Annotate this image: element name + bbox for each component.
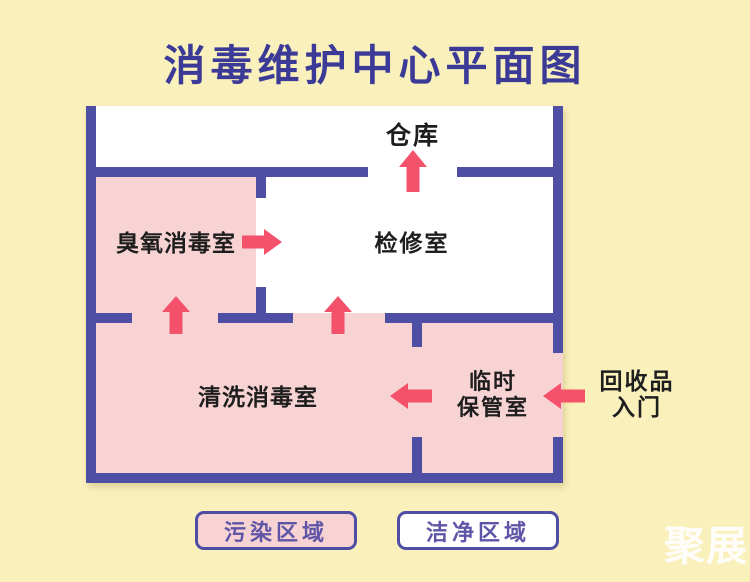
inspection-room-label: 检修室: [374, 230, 450, 256]
legend-clean-zone-label: 洁净区域: [425, 519, 530, 545]
wall-outer-right-upper: [553, 106, 563, 353]
wall-ozone-inspection-lower: [256, 287, 266, 323]
cleaning-and-storage-rooms-fill: [96, 313, 553, 473]
recycled-items-entrance-label-line2: 入门: [612, 394, 662, 420]
temporary-storage-room-label: 临时 保管室: [457, 369, 529, 421]
wall-warehouse-left-segment: [86, 167, 368, 177]
flow-arrow-entrance-left-icon: [543, 383, 585, 409]
recycled-items-entrance-label-line1: 回收品: [599, 368, 675, 394]
ozone-disinfection-room-label: 臭氧消毒室: [116, 230, 236, 256]
wall-cleaning-storage-lower: [412, 437, 422, 483]
temporary-storage-room-label-line2: 保管室: [456, 395, 530, 420]
legend-contaminated-zone-label: 污染区域: [223, 519, 328, 545]
flow-arrow-cleaning-to-inspection-up-icon: [324, 296, 352, 334]
wall-outer-right-lower: [553, 437, 563, 483]
wall-cleaning-storage-upper: [412, 313, 422, 347]
flow-arrow-cleaning-to-ozone-up-icon: [162, 296, 190, 334]
wall-ozone-inspection-upper: [256, 167, 266, 198]
legend-contaminated-zone: 污染区域: [195, 511, 357, 550]
warehouse-label: 仓库: [385, 122, 441, 150]
temporary-storage-room-label-line1: 临时: [468, 369, 518, 394]
wall-middle-right-segment: [385, 313, 563, 323]
page-title: 消毒维护中心平面图: [163, 42, 587, 89]
cleaning-disinfection-room-label: 清洗消毒室: [198, 384, 318, 410]
flow-arrow-storage-to-cleaning-left-icon: [390, 383, 432, 409]
wall-outer-left: [86, 106, 96, 483]
legend-clean-zone: 洁净区域: [397, 511, 559, 550]
flow-arrow-to-warehouse-up-icon: [399, 150, 427, 192]
wall-outer-bottom: [86, 473, 563, 483]
flow-arrow-ozone-to-inspection-right-icon: [242, 229, 282, 255]
ozone-disinfection-room-fill: [96, 177, 256, 313]
recycled-items-entrance-label: 回收品 入门: [600, 368, 675, 420]
wall-middle-left-segment: [86, 313, 132, 323]
wall-middle-center-segment: [218, 313, 293, 323]
watermark-text: 聚展: [664, 523, 748, 569]
wall-warehouse-right-segment: [457, 167, 563, 177]
